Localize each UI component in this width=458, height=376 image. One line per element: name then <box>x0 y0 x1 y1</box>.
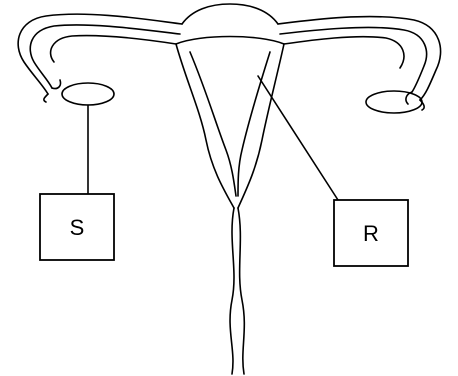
vagina-right-wall <box>238 208 244 374</box>
right-fallopian-tube-inner <box>284 37 404 68</box>
uterus-left-inner-wall <box>190 52 236 196</box>
uterine-cavity-outline <box>176 37 284 45</box>
label-s: S <box>70 215 85 240</box>
uterus-right-wall <box>238 44 284 208</box>
pointer-line-r <box>258 76 338 200</box>
label-r: R <box>363 221 379 246</box>
left-ovary <box>62 83 114 105</box>
right-ovary <box>366 91 422 113</box>
uterus-left-wall <box>176 44 234 208</box>
vagina-left-wall <box>230 208 234 374</box>
left-fallopian-tube-inner <box>51 36 176 62</box>
right-fallopian-tube-outer <box>278 17 441 100</box>
left-fallopian-tube-middle <box>30 25 180 88</box>
uterus-fundus-outline <box>182 4 278 24</box>
